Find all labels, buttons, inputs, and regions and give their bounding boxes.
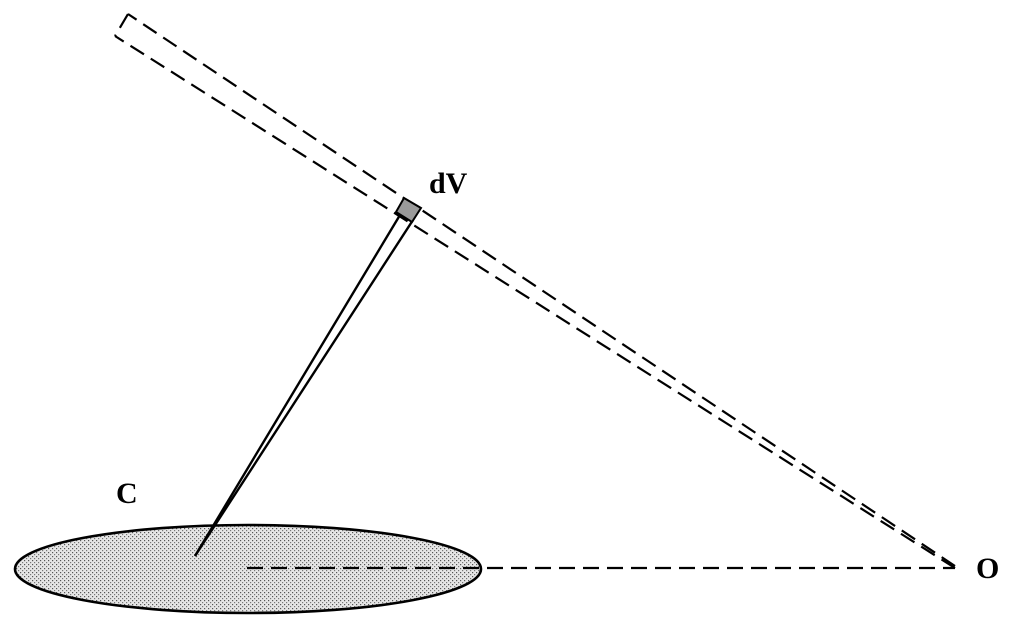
label-c: C: [116, 477, 138, 510]
cone-right-edge: [193, 219, 415, 557]
beam-lower-edge: [114, 35, 956, 569]
label-dv: dV: [429, 167, 468, 200]
label-o: O: [976, 552, 999, 585]
beam-end-cap: [114, 13, 129, 37]
cone-left-edge: [193, 209, 405, 557]
volume-element-square: [394, 196, 423, 224]
beam-upper-edge: [127, 13, 956, 567]
